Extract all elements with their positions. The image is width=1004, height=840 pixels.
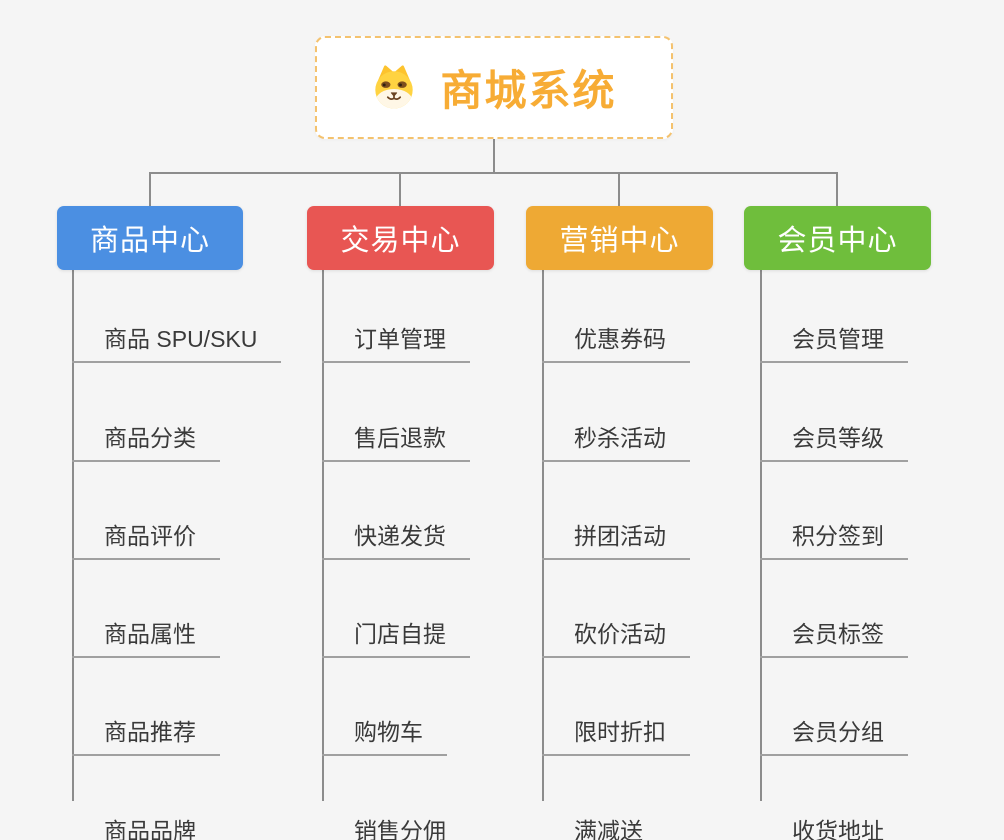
connector-leaf-line bbox=[542, 270, 544, 801]
branch-label: 会员中心 bbox=[777, 225, 898, 257]
leaf-list-trade-center: 订单管理 售后退款 快递发货 门店自提 购物车 销售分佣 bbox=[322, 265, 470, 840]
leaf-node[interactable]: 商品 SPU/SKU bbox=[72, 265, 282, 364]
leaf-node[interactable]: 满减送 bbox=[542, 756, 667, 840]
connector-branch-stem bbox=[399, 172, 401, 207]
leaf-node[interactable]: 拼团活动 bbox=[542, 462, 690, 560]
connector-root-stem bbox=[493, 138, 495, 174]
leaf-node[interactable]: 商品分类 bbox=[72, 363, 220, 462]
leaf-node[interactable]: 商品评价 bbox=[72, 462, 220, 560]
leaf-list-member-center: 会员管理 会员等级 积分签到 会员标签 会员分组 收货地址 bbox=[760, 265, 908, 840]
root-node-label: 商城系统 bbox=[440, 67, 617, 114]
leaf-node[interactable]: 购物车 bbox=[322, 658, 447, 757]
leaf-node[interactable]: 会员分组 bbox=[760, 658, 908, 757]
connector-leaf-line bbox=[72, 270, 74, 801]
leaf-node[interactable]: 售后退款 bbox=[322, 363, 470, 462]
dog-face-icon bbox=[375, 64, 414, 109]
branch-node-trade-center[interactable]: 交易中心 bbox=[307, 206, 494, 270]
leaf-node[interactable]: 收货地址 bbox=[760, 756, 908, 840]
connector-branch-stem bbox=[618, 172, 620, 207]
branch-node-product-center[interactable]: 商品中心 bbox=[57, 206, 243, 270]
connector-leaf-line bbox=[322, 270, 324, 801]
leaf-node[interactable]: 商品推荐 bbox=[72, 658, 220, 757]
leaf-node[interactable]: 门店自提 bbox=[322, 560, 470, 659]
leaf-node[interactable]: 销售分佣 bbox=[322, 756, 470, 840]
root-node[interactable]: 商城系统 bbox=[315, 36, 673, 139]
leaf-list-marketing-center: 优惠券码 秒杀活动 拼团活动 砍价活动 限时折扣 满减送 bbox=[542, 265, 690, 840]
leaf-node[interactable]: 会员管理 bbox=[760, 265, 908, 364]
leaf-node[interactable]: 限时折扣 bbox=[542, 658, 690, 757]
branch-node-member-center[interactable]: 会员中心 bbox=[744, 206, 931, 270]
leaf-list-product-center: 商品 SPU/SKU 商品分类 商品评价 商品属性 商品推荐 商品品牌 bbox=[72, 265, 282, 840]
connector-branch-stem bbox=[149, 172, 151, 207]
leaf-node[interactable]: 会员标签 bbox=[760, 560, 908, 659]
branch-node-marketing-center[interactable]: 营销中心 bbox=[526, 206, 713, 270]
branch-label: 营销中心 bbox=[559, 225, 680, 257]
leaf-node[interactable]: 快递发货 bbox=[322, 462, 470, 560]
leaf-node[interactable]: 砍价活动 bbox=[542, 560, 690, 659]
connector-leaf-line bbox=[760, 270, 762, 801]
connector-bus-line bbox=[149, 172, 838, 174]
leaf-node[interactable]: 秒杀活动 bbox=[542, 363, 690, 462]
branch-label: 商品中心 bbox=[89, 225, 210, 257]
branch-label: 交易中心 bbox=[340, 225, 461, 257]
leaf-node[interactable]: 会员等级 bbox=[760, 363, 908, 462]
connector-branch-stem bbox=[836, 172, 838, 207]
leaf-node[interactable]: 优惠券码 bbox=[542, 265, 690, 364]
leaf-node[interactable]: 商品属性 bbox=[72, 560, 220, 659]
leaf-node[interactable]: 商品品牌 bbox=[72, 756, 220, 840]
leaf-node[interactable]: 订单管理 bbox=[322, 265, 470, 364]
leaf-node[interactable]: 积分签到 bbox=[760, 462, 908, 560]
